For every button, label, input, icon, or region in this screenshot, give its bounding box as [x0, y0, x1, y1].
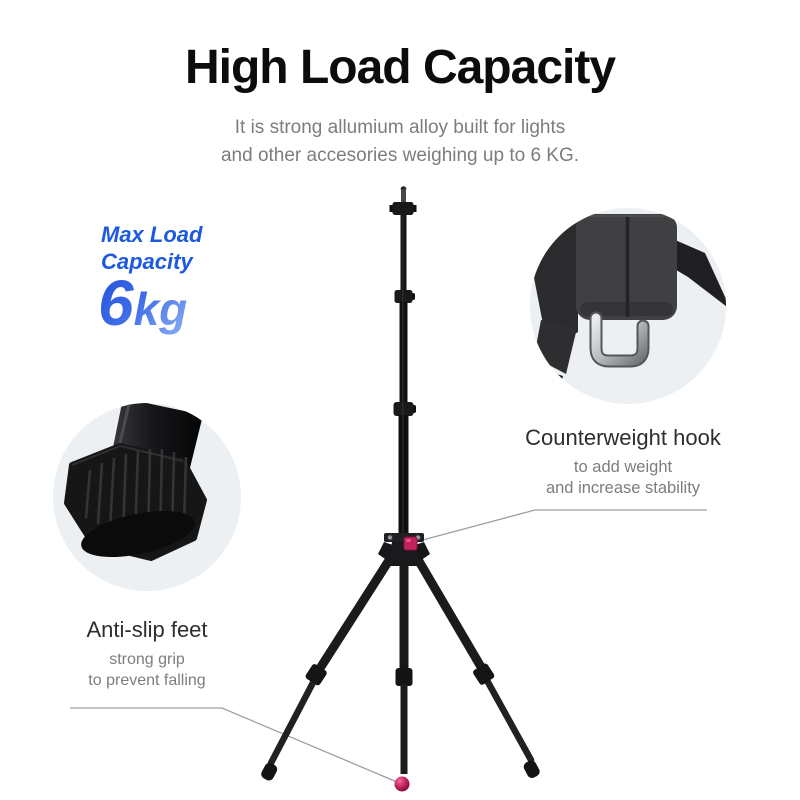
- callout-feet-desc-line2: to prevent falling: [88, 672, 206, 689]
- page-subtitle: It is strong allumium alloy built for li…: [0, 114, 800, 170]
- max-load-label-line1: Max Load: [101, 222, 203, 247]
- callout-feet-desc-line1: strong grip: [109, 651, 185, 668]
- callout-feet-title: Anti-slip feet: [86, 617, 208, 642]
- max-load-value-number: 6: [98, 267, 134, 339]
- hook-detail-circle: [530, 208, 726, 404]
- callout-lines: [70, 509, 707, 783]
- max-load-label: Max Load Capacity: [101, 221, 202, 275]
- callout-hook-desc: to add weight and increase stability: [478, 457, 768, 499]
- tripod-column: [393, 215, 416, 537]
- foot-detail-circle: [53, 403, 241, 591]
- max-load-value-unit: kg: [133, 283, 188, 335]
- callout-hook-title: Counterweight hook: [525, 425, 721, 450]
- hook-callout-line: [418, 509, 707, 542]
- hub-knob: [403, 536, 418, 551]
- feet-callout-line: [70, 707, 398, 783]
- counterweight-hook-metal: [589, 311, 650, 368]
- tripod-spigot: [389, 186, 417, 215]
- max-load-value: 6kg: [98, 266, 187, 340]
- tripod-foot-ball: [394, 776, 410, 792]
- tripod-stand: [261, 186, 540, 792]
- callout-anti-slip-feet: Anti-slip feet strong grip to prevent fa…: [40, 617, 254, 691]
- page-title: High Load Capacity: [184, 41, 616, 94]
- callout-counterweight-hook: Counterweight hook to add weight and inc…: [478, 425, 768, 499]
- page-subtitle-line1: It is strong allumium alloy built for li…: [234, 117, 566, 138]
- tripod-legs: [261, 546, 540, 792]
- max-load-label-line2: Capacity: [101, 249, 193, 274]
- callout-hook-desc-line1: to add weight: [573, 458, 673, 476]
- tripod-hub: [378, 533, 430, 566]
- page-subtitle-line2: and other accesories weighing up to 6 KG…: [220, 145, 580, 166]
- callout-feet-desc: strong grip to prevent falling: [40, 649, 254, 691]
- callout-hook-desc-line2: and increase stability: [545, 479, 701, 497]
